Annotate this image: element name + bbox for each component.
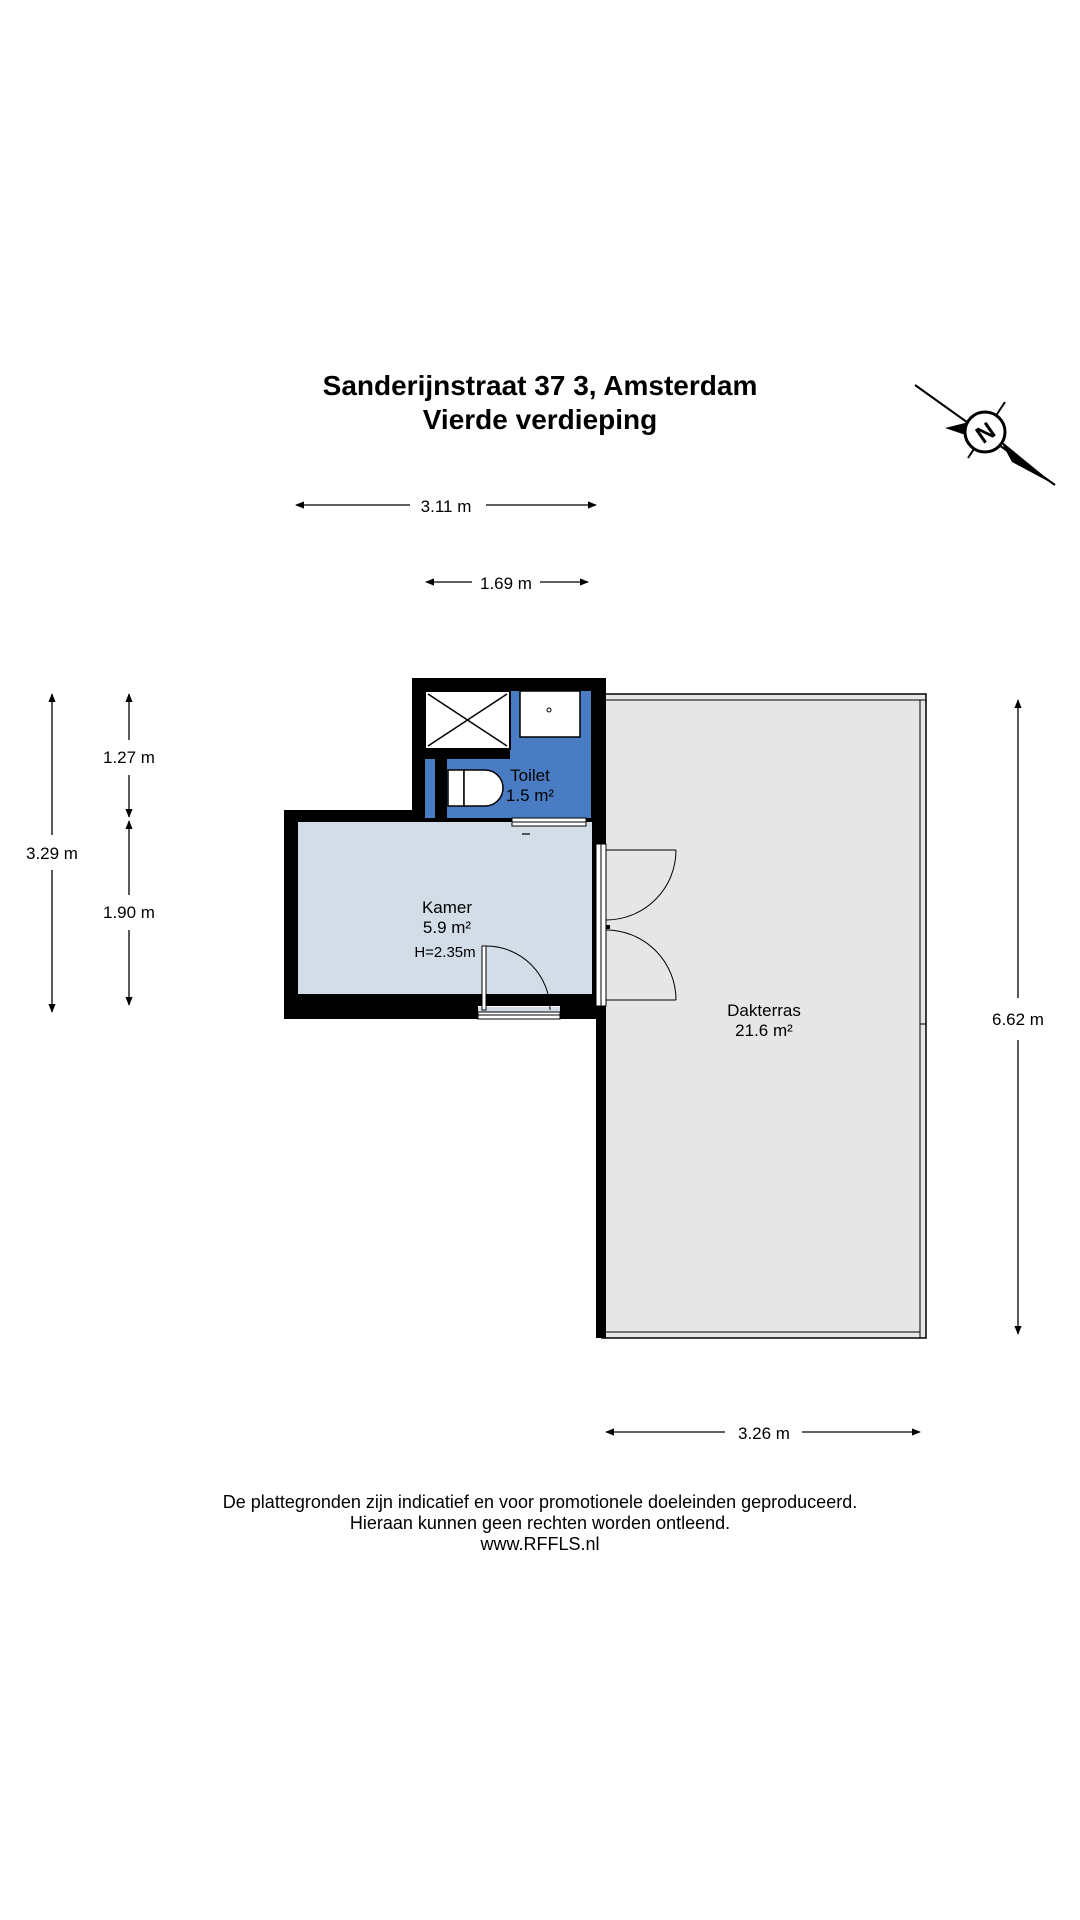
dim-left-lower-label: 1.90 m xyxy=(103,903,155,922)
dimension-left-lower: 1.90 m xyxy=(103,820,155,1006)
disclaimer-line-2: Hieraan kunnen geen rechten worden ontle… xyxy=(349,1513,731,1533)
dakterras-area: 21.6 m² xyxy=(735,1021,793,1040)
plan-address-title: Sanderijnstraat 37 3, Amsterdam xyxy=(322,370,758,401)
dim-top-total-label: 3.11 m xyxy=(421,497,472,516)
plan-floor-title: Vierde verdieping xyxy=(422,404,658,435)
dim-left-upper-label: 1.27 m xyxy=(103,748,155,767)
toilet-area: 1.5 m² xyxy=(506,786,555,805)
dimension-left-total: 3.29 m xyxy=(26,693,78,1013)
dim-bottom-terrace-label: 3.26 m xyxy=(738,1424,790,1443)
dakterras-name: Dakterras xyxy=(727,1001,801,1020)
dimension-top-total: 3.11 m xyxy=(295,497,597,516)
disclaimer-line-1: De plattegronden zijn indicatief en voor… xyxy=(222,1492,858,1512)
kamer-name: Kamer xyxy=(422,898,472,917)
room-toilet xyxy=(412,678,606,844)
dim-top-toilet-label: 1.69 m xyxy=(480,574,532,593)
dim-left-total-label: 3.29 m xyxy=(26,844,78,863)
dimension-top-toilet: 1.69 m xyxy=(425,574,589,593)
toilet-name: Toilet xyxy=(510,766,550,785)
north-arrow-compass-icon: N xyxy=(914,384,1056,486)
dimension-left-upper: 1.27 m xyxy=(103,693,155,818)
terrace-french-doors xyxy=(595,843,677,1007)
website-link[interactable]: www.RFFLS.nl xyxy=(480,1534,600,1554)
dimension-right-terrace: 6.62 m xyxy=(992,699,1044,1335)
dim-right-terrace-label: 6.62 m xyxy=(992,1010,1044,1029)
kamer-height: H=2.35m xyxy=(414,944,475,961)
kamer-area: 5.9 m² xyxy=(423,918,472,937)
room-kamer xyxy=(284,810,606,1020)
room-dakterras xyxy=(596,693,927,1339)
dimension-bottom-terrace: 3.26 m xyxy=(605,1424,921,1443)
